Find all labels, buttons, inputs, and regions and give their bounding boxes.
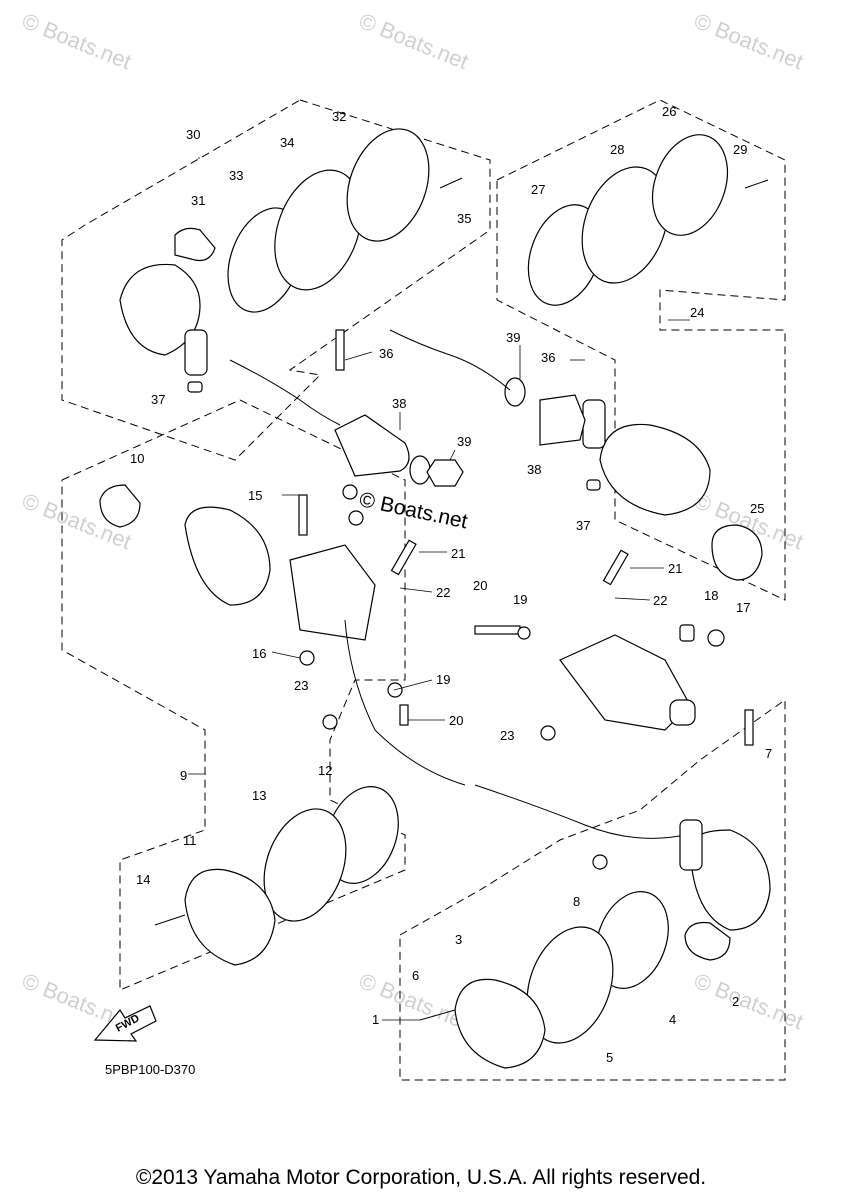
- callout-33: 33: [229, 168, 243, 183]
- callout-14: 14: [136, 872, 150, 887]
- callout-25: 25: [750, 501, 764, 516]
- callout-29: 29: [733, 142, 747, 157]
- callout-36b: 36: [541, 350, 555, 365]
- callout-17: 17: [736, 600, 750, 615]
- callout-1: 1: [372, 1012, 379, 1027]
- callout-21a: 21: [451, 546, 465, 561]
- callout-39a: 39: [457, 434, 471, 449]
- copyright-notice: ©2013 Yamaha Motor Corporation, U.S.A. A…: [135, 1166, 707, 1189]
- callout-28: 28: [610, 142, 624, 157]
- rear-right-lamp-assembly: [527, 134, 769, 581]
- callout-38a: 38: [392, 396, 406, 411]
- callout-24: 24: [690, 305, 704, 320]
- callout-2: 2: [732, 994, 739, 1009]
- callout-15: 15: [248, 488, 262, 503]
- fasteners: [298, 484, 754, 870]
- callout-35: 35: [457, 211, 471, 226]
- leader-lines: [188, 157, 690, 1021]
- callout-3: 3: [455, 932, 462, 947]
- callout-27: 27: [531, 182, 545, 197]
- callout-30: 30: [186, 127, 200, 142]
- callout-39b: 39: [506, 330, 520, 345]
- callout-32: 32: [332, 109, 346, 124]
- callout-16: 16: [252, 646, 266, 661]
- callout-10: 10: [130, 451, 144, 466]
- callout-38b: 38: [527, 462, 541, 477]
- callout-37a: 37: [151, 392, 165, 407]
- diagram-code: 5PBP100-D370: [105, 1062, 196, 1077]
- front-right-lamp-assembly: [419, 634, 771, 1069]
- fwd-arrow: FWD: [93, 1005, 157, 1042]
- callout-9: 9: [180, 768, 187, 783]
- callout-11: 11: [183, 833, 197, 848]
- callout-20a: 20: [449, 713, 463, 728]
- callout-8: 8: [573, 894, 580, 909]
- callout-36a: 36: [379, 346, 393, 361]
- callout-12: 12: [318, 763, 332, 778]
- callout-numbers: 1 2 3 4 5 6 7 8 9 10 11 12 13 14 15 16 1…: [130, 104, 772, 1065]
- callout-18: 18: [704, 588, 718, 603]
- callout-23b: 23: [500, 728, 514, 743]
- group-outline-30: [61, 99, 491, 461]
- front-left-lamp-assembly: [99, 484, 466, 966]
- callout-7: 7: [765, 746, 772, 761]
- callout-22a: 22: [436, 585, 450, 600]
- rear-left-lamp-assembly: [119, 128, 463, 393]
- callout-13: 13: [252, 788, 266, 803]
- group-outline-1: [399, 699, 786, 1081]
- callout-21b: 21: [668, 561, 682, 576]
- callout-23a: 23: [294, 678, 308, 693]
- callout-37b: 37: [576, 518, 590, 533]
- callout-34: 34: [280, 135, 294, 150]
- center-connectors: [229, 329, 586, 487]
- callout-6: 6: [412, 968, 419, 983]
- callout-19b: 19: [513, 592, 527, 607]
- callout-20b: 20: [473, 578, 487, 593]
- callout-22b: 22: [653, 593, 667, 608]
- callout-5: 5: [606, 1050, 613, 1065]
- callout-19a: 19: [436, 672, 450, 687]
- callout-4: 4: [669, 1012, 676, 1027]
- callout-31: 31: [191, 193, 205, 208]
- callout-26: 26: [662, 104, 676, 119]
